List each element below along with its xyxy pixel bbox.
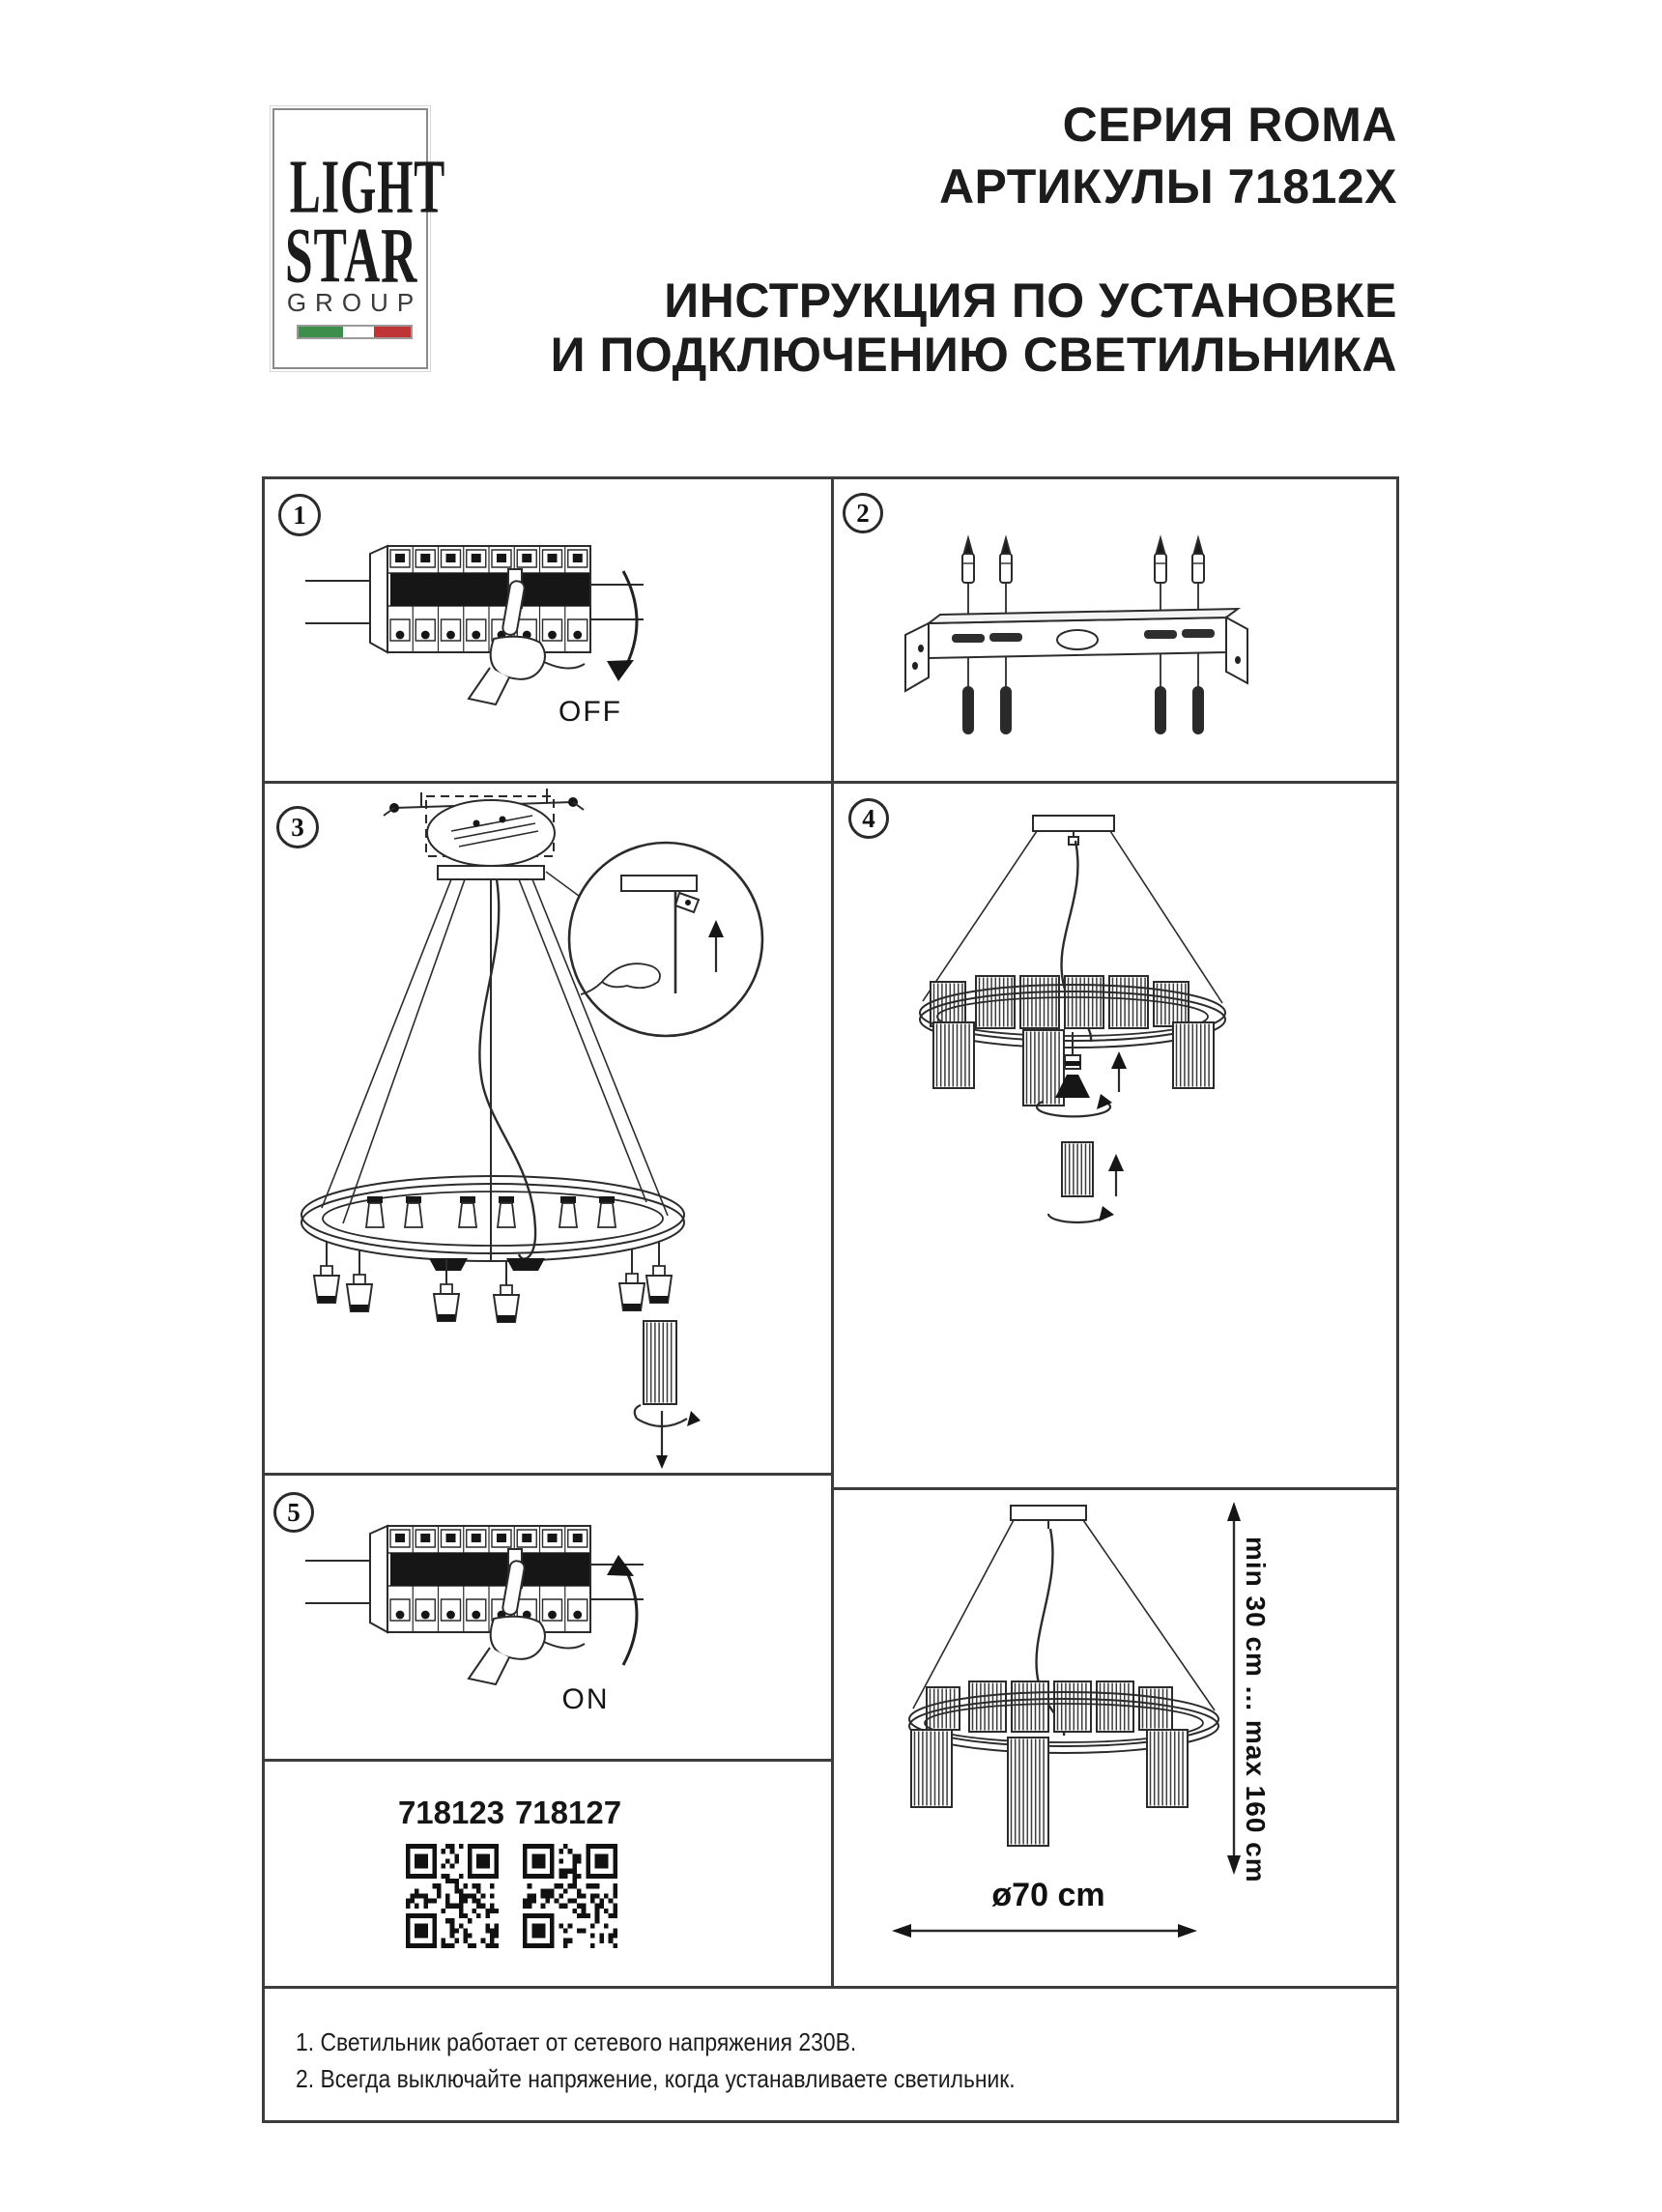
bracket-drawing	[905, 538, 1247, 733]
assembly-diagram	[262, 783, 833, 1469]
ceiling-plate-drawing	[1033, 816, 1114, 845]
italian-flag-bar	[297, 325, 413, 339]
mounting-bracket-diagram	[834, 476, 1399, 781]
diameter-label: ø70 cm	[991, 1877, 1105, 1913]
articles-title: АРТИКУЛЫ 71812X	[938, 159, 1397, 214]
height-dimension-arrow	[1227, 1502, 1241, 1875]
glass-shade	[1062, 1142, 1093, 1196]
grid-divider-left-a	[262, 1473, 834, 1476]
suspension-wires	[923, 831, 1222, 1003]
logo-word-star: STAR	[284, 212, 418, 300]
power-cable	[479, 879, 535, 1259]
qr-code-icon	[523, 1844, 617, 1948]
instruction-grid-border	[262, 476, 1399, 2123]
logo-word-group: GROUP	[286, 288, 423, 317]
step-3-number: 3	[276, 806, 319, 848]
screw-in-arrow-icon	[635, 1405, 701, 1469]
grid-divider-row1	[262, 781, 1399, 784]
grid-vertical-divider	[831, 476, 834, 1989]
flag-green-segment	[299, 327, 344, 337]
on-label: ON	[561, 1683, 610, 1715]
canopy-drawing	[427, 800, 555, 879]
ring-frame-drawing	[301, 1176, 684, 1261]
height-range-label: min 30 cm ... max 160 cm	[1241, 1537, 1271, 1883]
fluted-shades-front-row	[911, 1730, 1188, 1846]
breaker-off-diagram	[262, 476, 833, 781]
arrow-up-icon	[607, 1555, 637, 1665]
doc-title-line1: ИНСТРУКЦИЯ ПО УСТАНОВКЕ	[664, 273, 1397, 328]
breaker-on-diagram	[262, 1476, 833, 1759]
step-2-number: 2	[843, 493, 883, 533]
suspension-wires	[913, 1520, 1215, 1710]
logo-word-light: LIGHT	[289, 144, 446, 229]
grid-divider-notes	[262, 1986, 1399, 1989]
article-code-718123: 718123	[397, 1795, 505, 1830]
qr-code-icon	[406, 1844, 499, 1948]
circuit-breaker-drawing	[305, 546, 644, 704]
cable-lock-detail-circle	[569, 843, 762, 1036]
flag-white-segment	[343, 327, 374, 337]
arrow-down-icon	[607, 571, 637, 681]
step-5-number: 5	[273, 1492, 314, 1533]
grid-divider-left-b	[262, 1759, 834, 1762]
lamp-sockets	[366, 1196, 616, 1227]
center-socket-drawing	[1037, 1032, 1127, 1116]
note-line-2: 2. Всегда выключайте напряжение, когда у…	[296, 2064, 1016, 2093]
note-line-1: 1. Светильник работает от сетевого напря…	[296, 2027, 857, 2056]
step-1-number: 1	[278, 494, 321, 536]
shade-install-diagram	[834, 783, 1399, 1487]
screw-in-arrow-icon	[1048, 1154, 1124, 1222]
ceiling-plate-drawing	[1011, 1506, 1086, 1529]
fluted-shades-front-row	[933, 1022, 1214, 1106]
notes-block: 1. Светильник работает от сетевого напря…	[296, 2024, 1016, 2097]
detail-callout-line	[546, 872, 583, 899]
diameter-dimension-arrow	[892, 1924, 1197, 1938]
suspension-wires	[322, 879, 668, 1223]
flag-red-segment	[373, 327, 411, 337]
article-code-718127: 718127	[514, 1795, 622, 1830]
step-4-number: 4	[848, 798, 889, 839]
grid-divider-right	[831, 1487, 1399, 1490]
dimensions-diagram	[892, 1502, 1241, 1938]
off-label: OFF	[559, 696, 622, 728]
series-title: СЕРИЯ ROMA	[1062, 98, 1397, 152]
doc-title-line2: И ПОДКЛЮЧЕНИЮ СВЕТИЛЬНИКА	[550, 328, 1397, 382]
lightstar-logo: LIGHT STAR GROUP	[270, 105, 446, 372]
bulb-holders	[314, 1241, 672, 1322]
glass-shade	[644, 1321, 676, 1404]
ring-frame-drawing	[909, 1692, 1218, 1753]
fluted-shades-back-row	[927, 1681, 1172, 1732]
circuit-breaker-drawing	[305, 1526, 644, 1684]
